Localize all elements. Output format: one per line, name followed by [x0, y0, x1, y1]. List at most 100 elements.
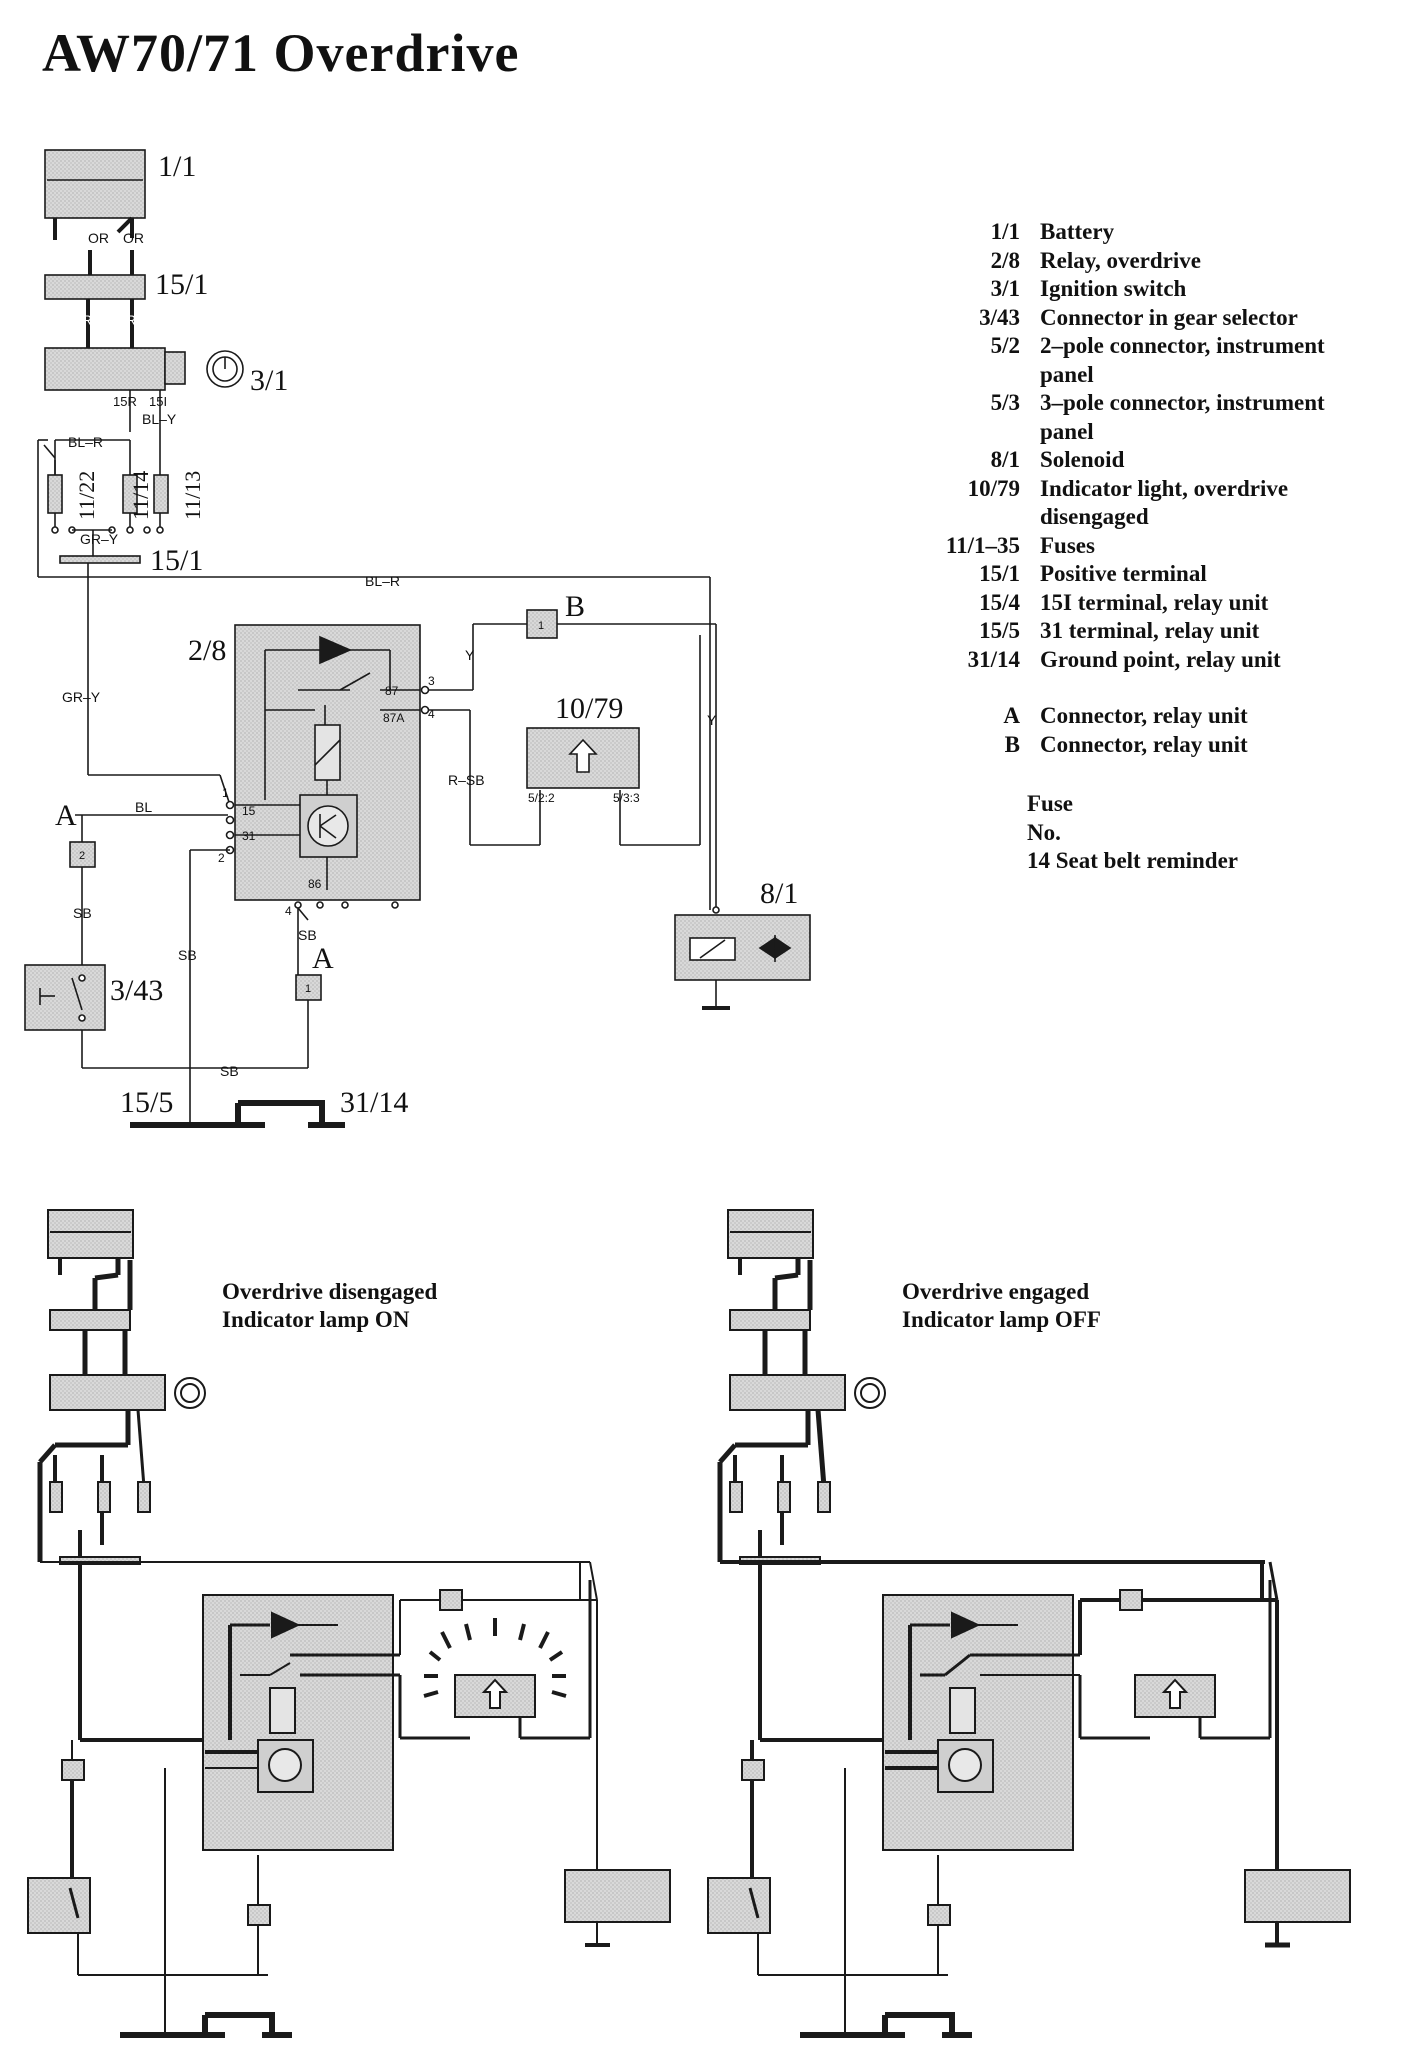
connector-desc: Connector, relay unit	[1040, 703, 1248, 728]
term-15r-label: 15R	[113, 394, 137, 409]
legend-desc: 2–pole connector, instrument panel	[1040, 333, 1325, 387]
connector-a-pin-2: 2	[79, 850, 85, 862]
wire-label-y-right: Y	[707, 712, 717, 728]
relay-pin-87a: 87A	[383, 711, 404, 725]
wire-label-r-right: R	[126, 312, 136, 328]
legend-desc: 31 terminal, relay unit	[1040, 618, 1260, 643]
relay-node-1: 1	[222, 786, 229, 800]
connector-a-pin-1: 1	[305, 983, 311, 995]
legend-desc: Solenoid	[1040, 447, 1125, 472]
legend-code: 3/43	[979, 304, 1020, 330]
term-15i-label: 15I	[149, 394, 167, 409]
legend-code: 15/5	[979, 618, 1020, 643]
positive-terminal-mid-label: 15/1	[150, 544, 203, 577]
lamp-rays	[423, 1618, 567, 1698]
legend-row: 15/1 Positive terminal	[900, 560, 1370, 589]
fuse-11-22	[47, 474, 63, 514]
legend-row: 15/5 31 terminal, relay unit	[900, 617, 1370, 646]
legend-code: 11/1–35	[945, 532, 1020, 558]
legend-row: 31/14 Ground point, relay unit	[900, 646, 1370, 675]
diagram-disengaged	[27, 1209, 671, 2038]
connector-b-label: B	[565, 590, 585, 623]
page-title: AW70/71 Overdrive	[42, 23, 520, 83]
main-diagram: 1/1 OR OR 15/1 R R 3/1 15R 15I BL–Y BL–R	[24, 149, 811, 1128]
indicator-light-label: 10/79	[555, 692, 623, 725]
legend-code: 31/14	[967, 646, 1020, 672]
wire-label-gr-y-side: GR–Y	[62, 689, 101, 705]
relay-node-2: 2	[218, 851, 225, 865]
connector-b-pin: 1	[538, 620, 544, 632]
gear-connector-component	[24, 964, 106, 1031]
legend-code: 1/1	[990, 219, 1020, 244]
fuse-label-11-22: 11/22	[74, 471, 99, 520]
legend-desc: Battery	[1040, 219, 1115, 244]
relay-pin-87: 87	[385, 684, 399, 698]
battery-label: 1/1	[158, 150, 196, 183]
pin-label-5-2-2: 5/2:2	[528, 791, 555, 805]
legend-table: 1/1 Battery 2/8 Relay, overdrive 3/1 Igniti…	[900, 218, 1370, 759]
legend-spacer	[900, 674, 1370, 702]
legend-code: 15/1	[979, 561, 1020, 586]
connector-a-bottom-label: A	[312, 942, 334, 975]
wire-label-r-left: R	[82, 312, 92, 328]
diagram-engaged	[707, 1209, 1351, 2038]
connector-a-top	[69, 841, 96, 868]
wire-label-sb-a: SB	[73, 905, 92, 921]
legend-row: 1/1 Battery	[900, 218, 1370, 247]
wire-label-sb-bottom: SB	[220, 1063, 239, 1079]
terminal-15-5-label: 15/5	[120, 1086, 173, 1119]
wire-label-y-upper: Y	[465, 647, 475, 663]
fuse-note: Fuse No. 14 Seat belt reminder	[1027, 790, 1238, 876]
legend-row: 3/43 Connector in gear selector	[900, 304, 1370, 333]
legend-code: 2/8	[990, 247, 1020, 273]
legend-row: 3/1 Ignition switch	[900, 275, 1370, 304]
wire-label-sb-mid: SB	[178, 947, 197, 963]
legend-desc: Ignition switch	[1040, 276, 1187, 301]
caption-disengaged-line-1: Overdrive disengaged	[222, 1279, 438, 1304]
positive-terminal-mid	[59, 555, 141, 564]
fuse-note-line-2: No.	[1027, 819, 1061, 845]
caption-disengaged-line-2: Indicator lamp ON	[222, 1307, 410, 1332]
relay-node-3: 3	[428, 674, 435, 688]
connector-a-top-label: A	[55, 799, 77, 832]
fuse-note-line-1: Fuse	[1027, 791, 1073, 816]
relay-node-4: 4	[428, 707, 435, 721]
legend-row: 8/1 Solenoid	[900, 446, 1370, 475]
caption-disengaged: Overdrive disengaged Indicator lamp ON	[222, 1278, 437, 1334]
wire-label-bl: BL	[135, 799, 152, 815]
legend-code: 8/1	[990, 447, 1020, 472]
fuse-note-line-3: 14 Seat belt reminder	[1027, 848, 1239, 873]
legend-desc: Ground point, relay unit	[1040, 646, 1281, 672]
connector-code: B	[1004, 731, 1020, 757]
solenoid-label: 8/1	[760, 877, 798, 910]
legend-desc: Relay, overdrive	[1040, 247, 1201, 273]
wire-label-sb-relay: SB	[298, 927, 317, 943]
legend-row: 11/1–35 Fuses	[900, 532, 1370, 561]
pin-label-5-3-3: 5/3:3	[613, 791, 640, 805]
legend-desc: Fuses	[1040, 532, 1095, 558]
fuse-label-11-14: 11/14	[128, 471, 153, 520]
indicator-light-component	[526, 727, 640, 789]
ground-bars	[130, 1100, 345, 1128]
wire-label-bl-r-long: BL–R	[365, 573, 400, 589]
legend-code: 3/1	[990, 276, 1020, 301]
wire-label-or-left: OR	[88, 230, 109, 246]
legend-desc: Connector in gear selector	[1040, 304, 1298, 330]
ignition-switch-component	[44, 347, 244, 391]
wire-label-r-sb: R–SB	[448, 772, 485, 788]
legend-desc: Indicator light, overdrive disengaged	[1040, 475, 1289, 530]
gear-connector-label: 3/43	[110, 974, 163, 1007]
relay-pin-15: 15	[242, 804, 256, 818]
battery-component	[44, 149, 146, 240]
legend-desc: Positive terminal	[1040, 561, 1207, 586]
relay-node-4b: 4	[285, 904, 292, 918]
positive-terminal-top-label: 15/1	[155, 268, 208, 301]
solenoid-component	[674, 906, 811, 1010]
legend-desc: 3–pole connector, instrument panel	[1040, 390, 1325, 444]
